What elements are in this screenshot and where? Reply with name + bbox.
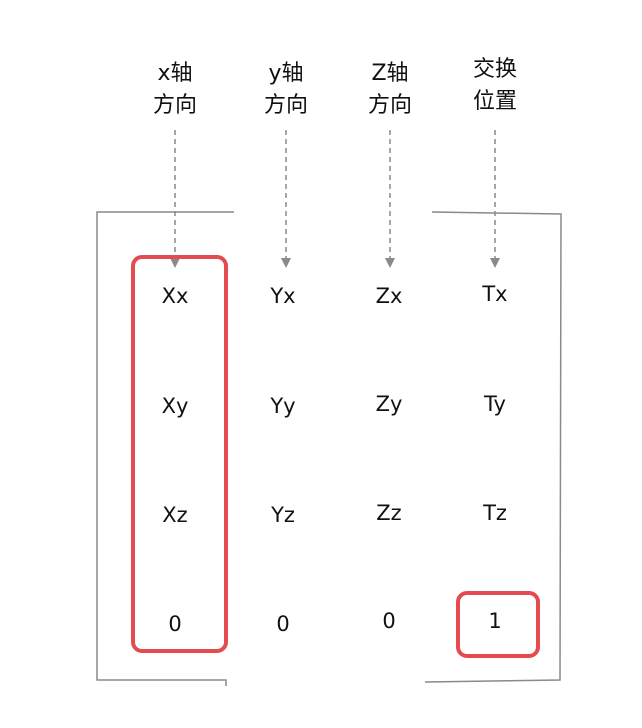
header-x-line2: 方向 xyxy=(152,93,197,118)
header-z-axis: Z轴 方向 xyxy=(345,58,435,122)
left-matrix-bracket xyxy=(96,211,234,686)
matrix-cell: 1 xyxy=(488,609,502,633)
matrix-cell: Ty xyxy=(484,392,506,416)
matrix-cell: Xx xyxy=(161,284,189,308)
header-t-line1: 交换 xyxy=(472,57,517,82)
matrix-cell: Yz xyxy=(271,503,295,527)
matrix-cell: Yy xyxy=(270,394,296,418)
header-translation: 交换 位置 xyxy=(450,54,540,118)
matrix-cell: Xz xyxy=(162,503,188,527)
matrix-cell: Zy xyxy=(375,392,403,416)
matrix-cell: Zx xyxy=(375,284,403,308)
header-z-line1: Z轴 xyxy=(371,61,409,86)
header-y-line1: y轴 xyxy=(268,61,304,86)
matrix-cell: Xy xyxy=(161,394,189,418)
matrix-cell: Yx xyxy=(270,284,296,308)
header-y-axis: y轴 方向 xyxy=(241,58,331,122)
header-x-line1: x轴 xyxy=(157,61,193,86)
matrix-cell: 0 xyxy=(382,609,396,633)
matrix-cell: Zz xyxy=(376,501,402,525)
header-x-axis: x轴 方向 xyxy=(130,58,220,122)
header-y-line2: 方向 xyxy=(263,93,308,118)
x-column-highlight xyxy=(131,255,228,653)
matrix-cell: 0 xyxy=(168,612,182,636)
matrix-cell: Tx xyxy=(482,282,508,306)
right-matrix-bracket xyxy=(424,211,562,683)
matrix-cell: 0 xyxy=(276,612,290,636)
one-cell-highlight xyxy=(456,591,540,658)
header-z-line2: 方向 xyxy=(367,93,412,118)
header-t-line2: 位置 xyxy=(472,89,517,114)
matrix-cell: Tz xyxy=(483,501,507,525)
